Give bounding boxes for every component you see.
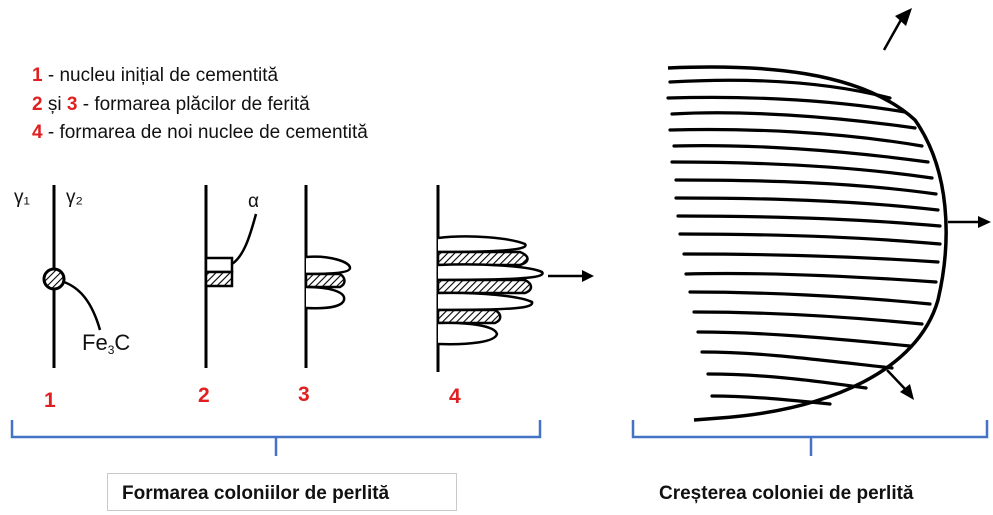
stage-number-4: 4 xyxy=(449,385,461,408)
growth-arrow-line xyxy=(882,17,904,51)
cementite-plate xyxy=(436,250,529,267)
growth-arrow-head xyxy=(895,8,912,26)
legend-item-3: 4 - formarea de noi nuclee de cementită xyxy=(32,119,368,148)
stage-2-drawing xyxy=(204,185,258,368)
ferrite-plate xyxy=(305,255,352,276)
ferrite-plate xyxy=(204,256,234,274)
ferrite-plate xyxy=(437,235,527,254)
fe-text: Fe xyxy=(82,330,108,355)
ferrite-plate xyxy=(437,291,534,312)
legend-text: - formarea plăcilor de ferită xyxy=(77,93,310,115)
legend-key: 3 xyxy=(66,93,78,115)
legend-key: 2 xyxy=(32,93,43,115)
ferrite-plate xyxy=(305,285,346,310)
cementite-nucleus xyxy=(42,267,66,291)
bracket-left xyxy=(10,420,542,456)
legend-key: 4 xyxy=(32,122,43,143)
lamellae xyxy=(666,78,942,406)
legend-connector: și xyxy=(42,93,67,115)
bracket-right xyxy=(631,420,989,456)
stage-3-drawing xyxy=(304,185,352,368)
alpha-pointer xyxy=(231,213,258,266)
cementite-plate xyxy=(436,308,502,325)
legend-text: - formarea de noi nuclee de cementită xyxy=(42,122,368,143)
fe-subscript: 3 xyxy=(107,343,115,357)
fe3c-pointer xyxy=(63,280,102,331)
cementite-plate xyxy=(304,272,346,289)
gamma1-label: γ₁ xyxy=(14,187,30,208)
alpha-label: α xyxy=(248,191,259,212)
legend-text: - nucleu inițial de cementită xyxy=(42,65,279,86)
legend: 1 - nucleu inițial de cementită 2 și 3 -… xyxy=(32,62,368,148)
caption-colony-growth: Creșterea coloniei de perlită xyxy=(659,483,914,504)
growth-arrow-line xyxy=(886,369,907,391)
gamma2-label: γ₂ xyxy=(66,187,83,208)
colony-boundary xyxy=(667,65,948,422)
stage-1-drawing xyxy=(42,185,102,368)
legend-key: 1 xyxy=(32,65,43,86)
c-text: C xyxy=(114,330,131,355)
legend-item-1: 1 - nucleu inițial de cementită xyxy=(32,62,368,91)
growth-arrow-head xyxy=(900,384,914,400)
cementite-plate xyxy=(436,278,533,295)
stage-number-1: 1 xyxy=(44,389,56,412)
cementite-plate xyxy=(204,270,234,288)
ferrite-plate xyxy=(437,321,499,346)
legend-item-2: 2 și 3 - formarea plăcilor de ferită xyxy=(32,91,368,120)
pearlite-colony xyxy=(666,8,991,422)
fe3c-label: Fe3C xyxy=(82,330,130,357)
stage-number-3: 3 xyxy=(298,383,310,406)
stage-number-2: 2 xyxy=(198,384,210,407)
stage-4-drawing xyxy=(436,185,594,372)
caption-colony-formation: Formarea coloniilor de perlită xyxy=(107,473,457,511)
growth-arrow-head xyxy=(582,270,594,282)
ferrite-plate xyxy=(437,263,544,282)
growth-arrow-head xyxy=(978,216,991,228)
